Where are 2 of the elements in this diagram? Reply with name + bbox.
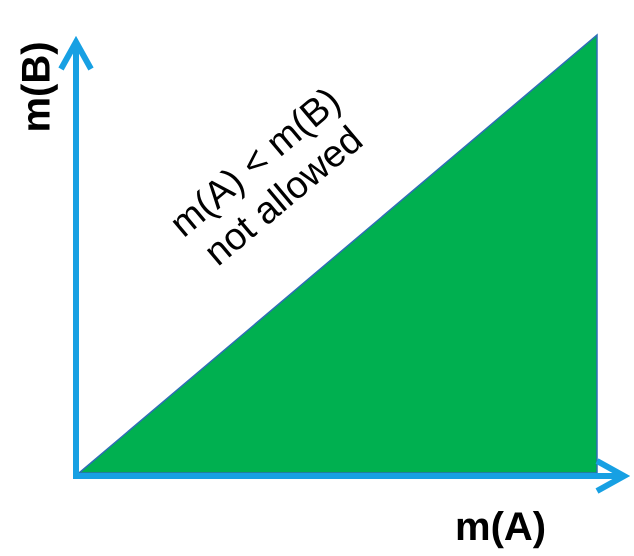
- axis-label: m(A): [455, 505, 546, 550]
- axis-label: m(B): [14, 41, 60, 133]
